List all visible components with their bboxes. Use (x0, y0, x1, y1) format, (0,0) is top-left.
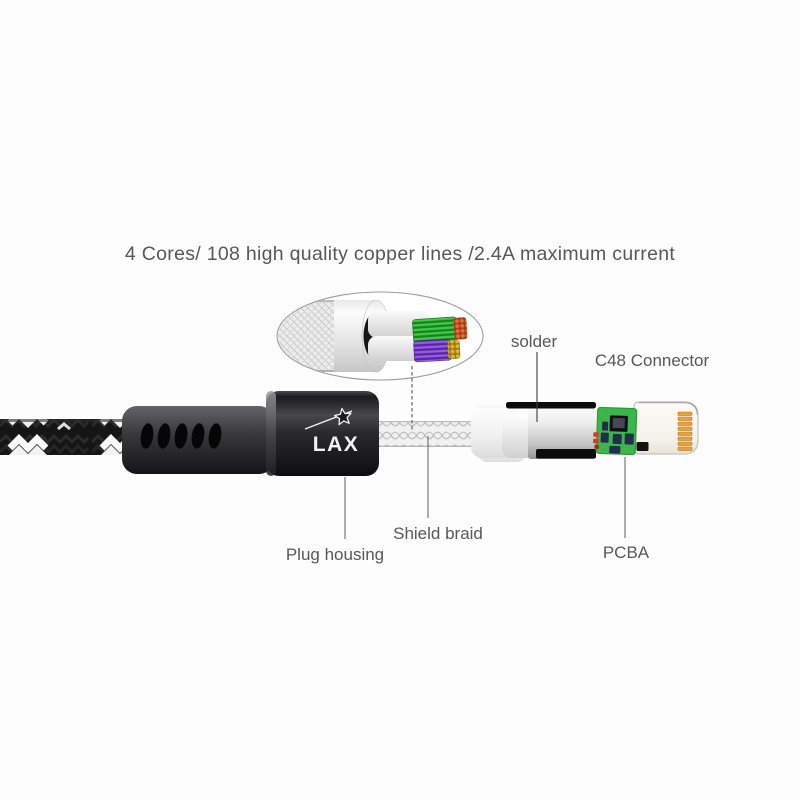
logo-text: LAX (313, 433, 360, 456)
vent-hole (140, 423, 154, 449)
tip-latch-notch (636, 442, 649, 451)
label-shield-braid: Shield braid (393, 524, 483, 543)
strain-relief (122, 406, 274, 474)
callout-ellipse-outline (276, 291, 484, 381)
pcba-board (593, 406, 638, 456)
wire-tips-yellow (447, 339, 461, 360)
connector-pins (677, 411, 693, 451)
cross-section-callout (276, 291, 484, 432)
vent-hole (174, 423, 188, 449)
label-pcba: PCBA (603, 543, 650, 562)
vent-hole (157, 423, 171, 449)
solder-wire-red (593, 432, 599, 437)
shield-braid (374, 421, 476, 447)
star-icon (334, 407, 352, 426)
heading-text: 4 Cores/ 108 high quality copper lines /… (125, 243, 675, 265)
component-chip (624, 433, 634, 445)
component-chip (600, 432, 609, 443)
metal-top-band (506, 402, 596, 409)
inner-sheath (368, 336, 426, 361)
lightning-connector (633, 401, 699, 455)
solder-joint (506, 402, 596, 459)
white-inner-connector (471, 404, 535, 462)
label-plug-housing: Plug housing (286, 545, 384, 564)
vent-hole (208, 423, 222, 449)
component-chip (602, 421, 609, 431)
solder-wire-red (594, 444, 599, 449)
solder-wire-red (593, 438, 599, 444)
label-solder: solder (511, 332, 558, 351)
copper-wires-purple (413, 338, 461, 363)
lax-logo: LAX (304, 407, 360, 456)
ic-chip-face (612, 417, 625, 429)
vent-hole (191, 423, 205, 449)
label-c48-connector: C48 Connector (595, 351, 710, 370)
wire-tips-orange (453, 317, 468, 340)
component-chip (609, 445, 621, 454)
component-chip (612, 433, 622, 445)
tip-top-edge (639, 401, 699, 416)
copper-wires-green (412, 316, 468, 344)
metal-bottom-band (536, 449, 596, 459)
braided-cable (0, 419, 132, 455)
plug-housing: LAX (266, 391, 379, 476)
